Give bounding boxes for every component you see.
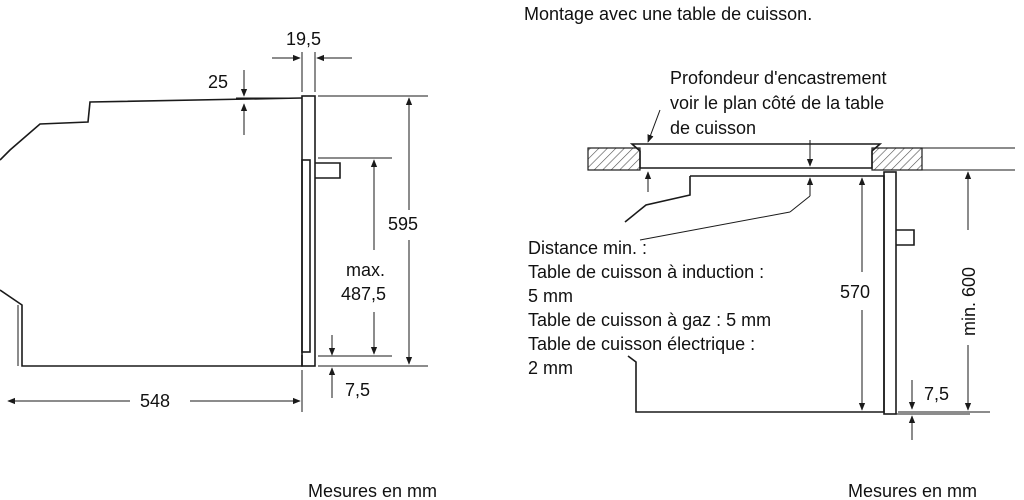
right-oven-with-hob-view: Montage avec une table de cuisson. bbox=[524, 4, 1015, 500]
dim-min-600: min. 600 bbox=[959, 267, 979, 336]
distance-line-6: 2 mm bbox=[528, 358, 573, 378]
dim-top-offset: 25 bbox=[208, 72, 228, 92]
dim-depth-548: 548 bbox=[140, 391, 170, 411]
distance-line-5: Table de cuisson électrique : bbox=[528, 334, 755, 354]
left-oven-side-view: 19,5 25 595 max. 487,5 7,5 548 Mesures e… bbox=[0, 29, 437, 500]
left-front-panel bbox=[301, 95, 316, 367]
right-front-panel bbox=[883, 171, 897, 415]
units-right: Mesures en mm bbox=[848, 481, 977, 500]
worktop-left bbox=[587, 147, 641, 171]
distance-line-1: Distance min. : bbox=[528, 238, 647, 258]
distance-line-4: Table de cuisson à gaz : 5 mm bbox=[528, 310, 771, 330]
dim-bottom-offset-left: 7,5 bbox=[345, 380, 370, 400]
depth-note-line-1: Profondeur d'encastrement bbox=[670, 68, 887, 88]
right-oven-body bbox=[627, 175, 885, 413]
right-title: Montage avec une table de cuisson. bbox=[524, 4, 812, 24]
left-handle bbox=[315, 162, 341, 179]
left-door-inner bbox=[301, 159, 311, 353]
units-left: Mesures en mm bbox=[308, 481, 437, 500]
dim-bottom-offset-right: 7,5 bbox=[924, 384, 949, 404]
dim-max-label: max. bbox=[346, 260, 385, 280]
dim-gap: 19,5 bbox=[286, 29, 321, 49]
right-handle bbox=[896, 229, 915, 246]
dim-height-595: 595 bbox=[388, 214, 418, 234]
worktop-right bbox=[871, 147, 923, 171]
dim-max-value: 487,5 bbox=[341, 284, 386, 304]
depth-note-line-3: de cuisson bbox=[670, 118, 756, 138]
distance-line-3: 5 mm bbox=[528, 286, 573, 306]
hob bbox=[629, 143, 883, 169]
left-oven-body bbox=[0, 97, 303, 367]
depth-note-line-2: voir le plan côté de la table bbox=[670, 93, 884, 113]
distance-line-2: Table de cuisson à induction : bbox=[528, 262, 764, 282]
dim-height-570: 570 bbox=[840, 282, 870, 302]
